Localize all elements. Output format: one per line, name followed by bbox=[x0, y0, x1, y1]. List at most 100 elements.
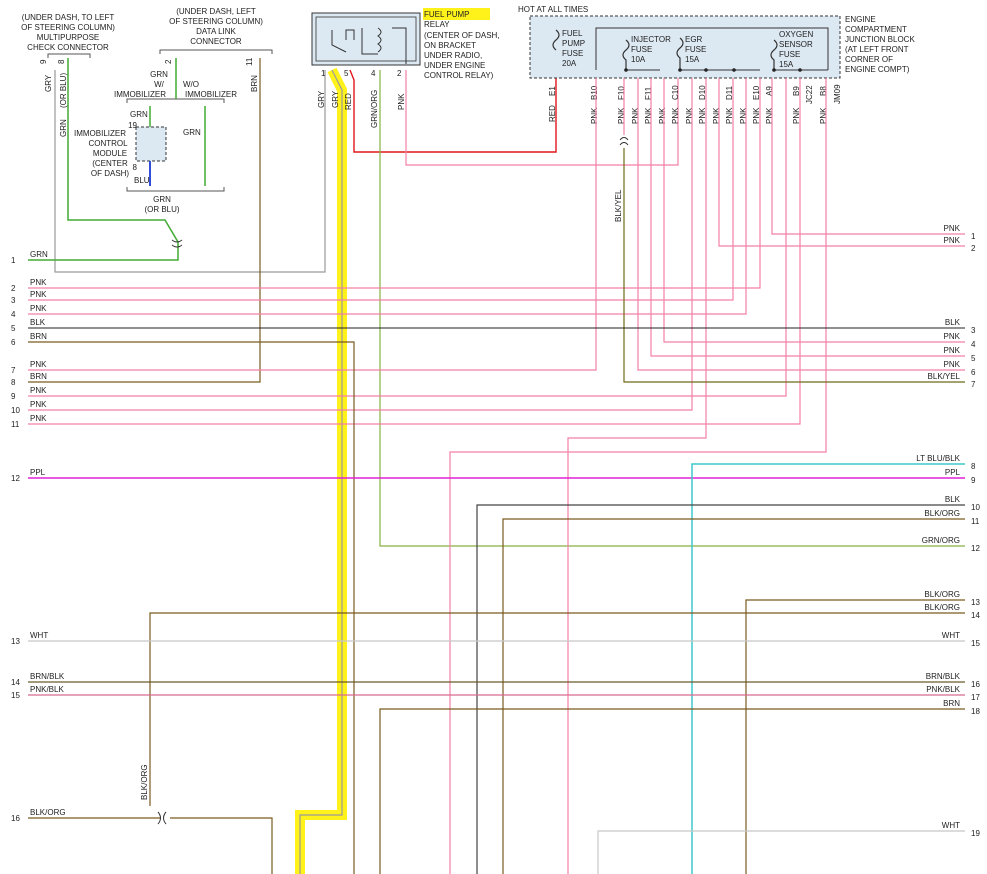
left-row-label: PNK/BLK bbox=[30, 685, 64, 694]
left-row-number: 14 bbox=[11, 678, 20, 687]
jb-wire-pnk-2: PNK bbox=[617, 107, 626, 124]
blkorg-connector bbox=[157, 811, 167, 825]
dlc-annotation: (UNDER DASH, LEFT OF STEERING COLUMN) DA… bbox=[169, 7, 263, 46]
wo-line-2: IMMOBILIZER bbox=[185, 90, 237, 99]
wire-pnk-relay bbox=[405, 70, 679, 166]
relay-line-3: (CENTER OF DASH, bbox=[424, 31, 500, 40]
left-row-number: 3 bbox=[11, 296, 16, 305]
right-row-label: LT BLU/BLK bbox=[916, 454, 960, 463]
mpcc-pin-9: 9 bbox=[39, 59, 48, 64]
wire-brn-row6 bbox=[28, 341, 355, 874]
jb-wire-pnk-7: PNK bbox=[685, 107, 694, 124]
jb-wire-pnk-4: PNK bbox=[644, 107, 653, 124]
jb-pin-a9: A9 bbox=[765, 86, 774, 96]
grn-w-line-1: GRN bbox=[150, 70, 168, 79]
wire-blk-r10 bbox=[476, 504, 965, 874]
left-row-label: PNK bbox=[30, 290, 47, 299]
left-row-label: WHT bbox=[30, 631, 48, 640]
immo-pin-19: 19 bbox=[128, 121, 137, 130]
jb-pin-f11: F11 bbox=[644, 86, 653, 100]
left-row-label: BRN bbox=[30, 332, 47, 341]
wire-blkorg-r13 bbox=[745, 599, 965, 874]
jb-pin-c10: C10 bbox=[671, 85, 680, 100]
mpcc-line-2: OF STEERING COLUMN) bbox=[21, 23, 115, 32]
junction-block bbox=[529, 15, 841, 79]
jb-wire-pnk-5: PNK bbox=[658, 107, 667, 124]
left-row-label: BLK bbox=[30, 318, 46, 327]
right-row-number: 12 bbox=[971, 544, 980, 553]
left-row-label: PNK bbox=[30, 414, 47, 423]
jb-wire-pnk-1: PNK bbox=[590, 107, 599, 124]
immo-pin-8: 8 bbox=[133, 163, 138, 172]
relay-wire-red: RED bbox=[344, 93, 353, 110]
mpcc-line-3: MULTIPURPOSE bbox=[37, 33, 100, 42]
left-row-label: PNK bbox=[30, 278, 47, 287]
relay-pin-4: 4 bbox=[371, 69, 376, 78]
left-row-label: PPL bbox=[30, 468, 46, 477]
hot-at-all-times: HOT AT ALL TIMES bbox=[518, 5, 588, 14]
right-row-label: BLK/YEL bbox=[928, 372, 961, 381]
fuel-pump-relay bbox=[311, 12, 421, 66]
dlc-pin-2: 2 bbox=[164, 59, 173, 64]
right-row-number: 4 bbox=[971, 340, 976, 349]
left-row-label: PNK bbox=[30, 304, 47, 313]
jb-pin-f10: F10 bbox=[617, 86, 626, 100]
right-row-label: PNK bbox=[944, 236, 961, 245]
relay-pin-5: 5 bbox=[344, 69, 349, 78]
immobilizer-module: IMMOBILIZER CONTROL MODULE (CENTER OF DA… bbox=[74, 126, 167, 178]
jb-wire-pnk-9: PNK bbox=[712, 107, 721, 124]
left-row-number: 15 bbox=[11, 691, 20, 700]
fuse-injector-line-2: FUSE bbox=[631, 45, 652, 54]
left-row-number: 10 bbox=[11, 406, 20, 415]
fuse-injector: INJECTOR FUSE 10A bbox=[631, 35, 671, 64]
mpcc-line-1: (UNDER DASH, TO LEFT bbox=[22, 13, 115, 22]
right-row-label: BLK/ORG bbox=[924, 509, 960, 518]
wire-label-grn-immo-right: GRN bbox=[183, 128, 201, 137]
relay-wire-pnk: PNK bbox=[397, 93, 406, 110]
left-row-number: 7 bbox=[11, 366, 16, 375]
relay-annotation: FUEL PUMP RELAY (CENTER OF DASH, ON BRAC… bbox=[424, 10, 500, 80]
fuse-o2-line-4: 15A bbox=[779, 60, 794, 69]
right-row-number: 17 bbox=[971, 693, 980, 702]
ecjb-line-6: ENGINE COMPT) bbox=[845, 65, 910, 74]
wire-label-grn-mpcc: GRN bbox=[59, 119, 68, 137]
relay-line-2: RELAY bbox=[424, 20, 450, 29]
fuse-fuel-pump: FUEL PUMP FUSE 20A bbox=[562, 29, 585, 68]
left-row-label: BRN/BLK bbox=[30, 672, 65, 681]
right-row-label: BLK/ORG bbox=[924, 590, 960, 599]
ecjb-line-5: CORNER OF bbox=[845, 55, 893, 64]
left-row-number: 4 bbox=[11, 310, 16, 319]
ecjb-line-2: COMPARTMENT bbox=[845, 25, 907, 34]
left-row-label: BRN bbox=[30, 372, 47, 381]
wire-grn-mpcc bbox=[28, 58, 179, 261]
fuse-o2-line-2: SENSOR bbox=[779, 40, 813, 49]
left-row-label: PNK bbox=[30, 360, 47, 369]
relay-line-5: UNDER RADIO, bbox=[424, 51, 482, 60]
jb-wire-pnk-12: PNK bbox=[752, 107, 761, 124]
wire-label-grn-immo-top: GRN bbox=[130, 110, 148, 119]
right-row-label: WHT bbox=[942, 631, 960, 640]
jb-pin-b9: B9 bbox=[792, 86, 801, 96]
dlc-line-2: OF STEERING COLUMN) bbox=[169, 17, 263, 26]
jb-wire-pnk-14: PNK bbox=[792, 107, 801, 124]
right-row-number: 11 bbox=[971, 517, 980, 526]
immo-line-1: IMMOBILIZER bbox=[74, 129, 126, 138]
ecjb-line-1: ENGINE bbox=[845, 15, 876, 24]
wire-label-blkorg-vert: BLK/ORG bbox=[140, 764, 149, 800]
fuse-injector-line-3: 10A bbox=[631, 55, 646, 64]
fuse-fuel-pump-line-2: PUMP bbox=[562, 39, 585, 48]
wire-brn-dlc bbox=[28, 58, 261, 383]
left-row-number: 5 bbox=[11, 324, 16, 333]
jb-pink-wires bbox=[28, 78, 965, 874]
relay-line-1: FUEL PUMP bbox=[424, 10, 470, 19]
ecjb-annotation: ENGINE COMPARTMENT JUNCTION BLOCK (AT LE… bbox=[845, 15, 915, 74]
immo-line-3: MODULE bbox=[93, 149, 127, 158]
relay-pin-1: 1 bbox=[321, 69, 326, 78]
left-row-number: 9 bbox=[11, 392, 16, 401]
right-row-number: 10 bbox=[971, 503, 980, 512]
right-row-number: 15 bbox=[971, 639, 980, 648]
dlc-line-4: CONNECTOR bbox=[190, 37, 242, 46]
mpcc-line-4: CHECK CONNECTOR bbox=[27, 43, 109, 52]
wire-red-relay bbox=[349, 69, 557, 153]
